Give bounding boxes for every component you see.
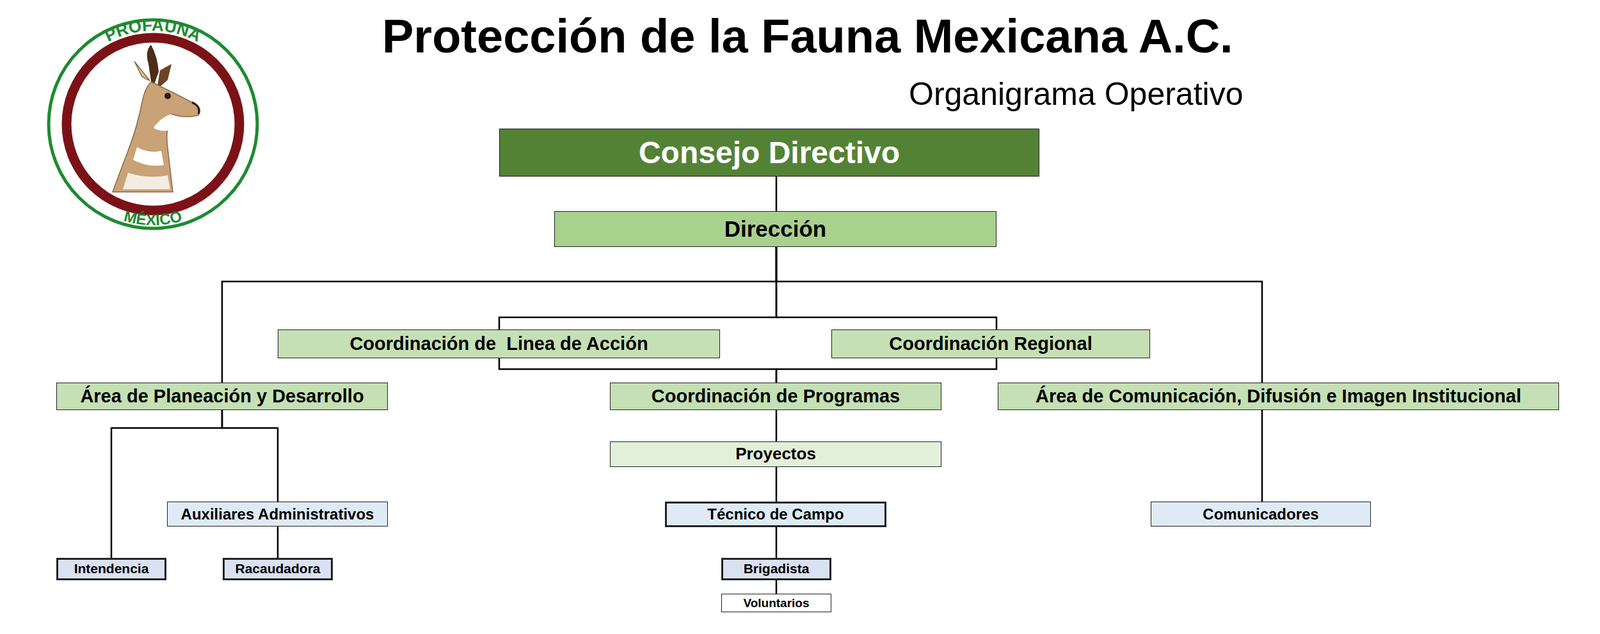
org-box: Auxiliares Administrativos <box>167 501 388 527</box>
box-label: Dirección <box>724 216 827 242</box>
connector-line <box>775 527 778 559</box>
logo-illustration: PROFAUNA MÉXICO <box>0 0 320 256</box>
org-box: Consejo Directivo <box>499 128 1040 177</box>
box-label: Área de Planeación y Desarrollo <box>80 385 364 408</box>
connector-line <box>776 247 1263 383</box>
box-label: Técnico de Campo <box>707 505 844 524</box>
org-box: Racaudadora <box>222 558 333 581</box>
org-box: Coordinación de Linea de Acción <box>277 329 720 359</box>
org-box: Coordinación Regional <box>831 329 1151 359</box>
org-box: Dirección <box>554 211 997 248</box>
logo-text: MÉXICO <box>122 207 184 229</box>
box-label: Proyectos <box>735 444 816 464</box>
connector-line <box>499 247 777 330</box>
connector-line <box>775 410 778 442</box>
svg-text:MÉXICO: MÉXICO <box>122 207 184 229</box>
logo-text: PROFAUNA <box>101 15 205 46</box>
org-box: Área de Comunicación, Difusión e Imagen … <box>997 382 1560 411</box>
box-label: Voluntarios <box>743 596 809 611</box>
box-label: Brigadista <box>743 561 810 577</box>
connector-line <box>277 526 280 559</box>
svg-text:PROFAUNA: PROFAUNA <box>101 15 205 46</box>
org-box: Coordinación de Programas <box>609 382 942 411</box>
connector-line <box>222 247 777 383</box>
box-label: Coordinación de Linea de Acción <box>349 333 648 355</box>
connector-line <box>1261 410 1264 502</box>
box-label: Intendencia <box>74 561 150 577</box>
box-label: Auxiliares Administrativos <box>181 505 375 524</box>
org-box: Intendencia <box>56 558 167 581</box>
box-label: Racaudadora <box>234 561 320 577</box>
org-box: Brigadista <box>721 558 832 581</box>
org-box: Proyectos <box>609 441 942 468</box>
connector-line <box>775 580 778 594</box>
connector-line <box>776 358 997 383</box>
org-box: Voluntarios <box>721 593 832 613</box>
box-label: Coordinación de Programas <box>651 385 900 408</box>
connector-line <box>222 410 278 502</box>
connector-line <box>775 467 778 502</box>
org-box: Comunicadores <box>1150 501 1371 527</box>
chart-title: Protección de la Fauna Mexicana A.C. <box>382 8 1234 64</box>
box-label: Comunicadores <box>1202 505 1319 524</box>
connector-line <box>776 247 997 330</box>
connector-line <box>111 410 223 559</box>
org-box: Área de Planeación y Desarrollo <box>56 382 388 411</box>
connector-line <box>499 358 777 383</box>
box-label: Área de Comunicación, Difusión e Imagen … <box>1035 385 1522 408</box>
subtitle: Organigrama Operativo <box>908 75 1243 113</box>
connector-line <box>775 176 778 212</box>
org-box: Técnico de Campo <box>664 501 887 528</box>
box-label: Coordinación Regional <box>888 333 1092 355</box>
box-label: Consejo Directivo <box>638 135 900 171</box>
